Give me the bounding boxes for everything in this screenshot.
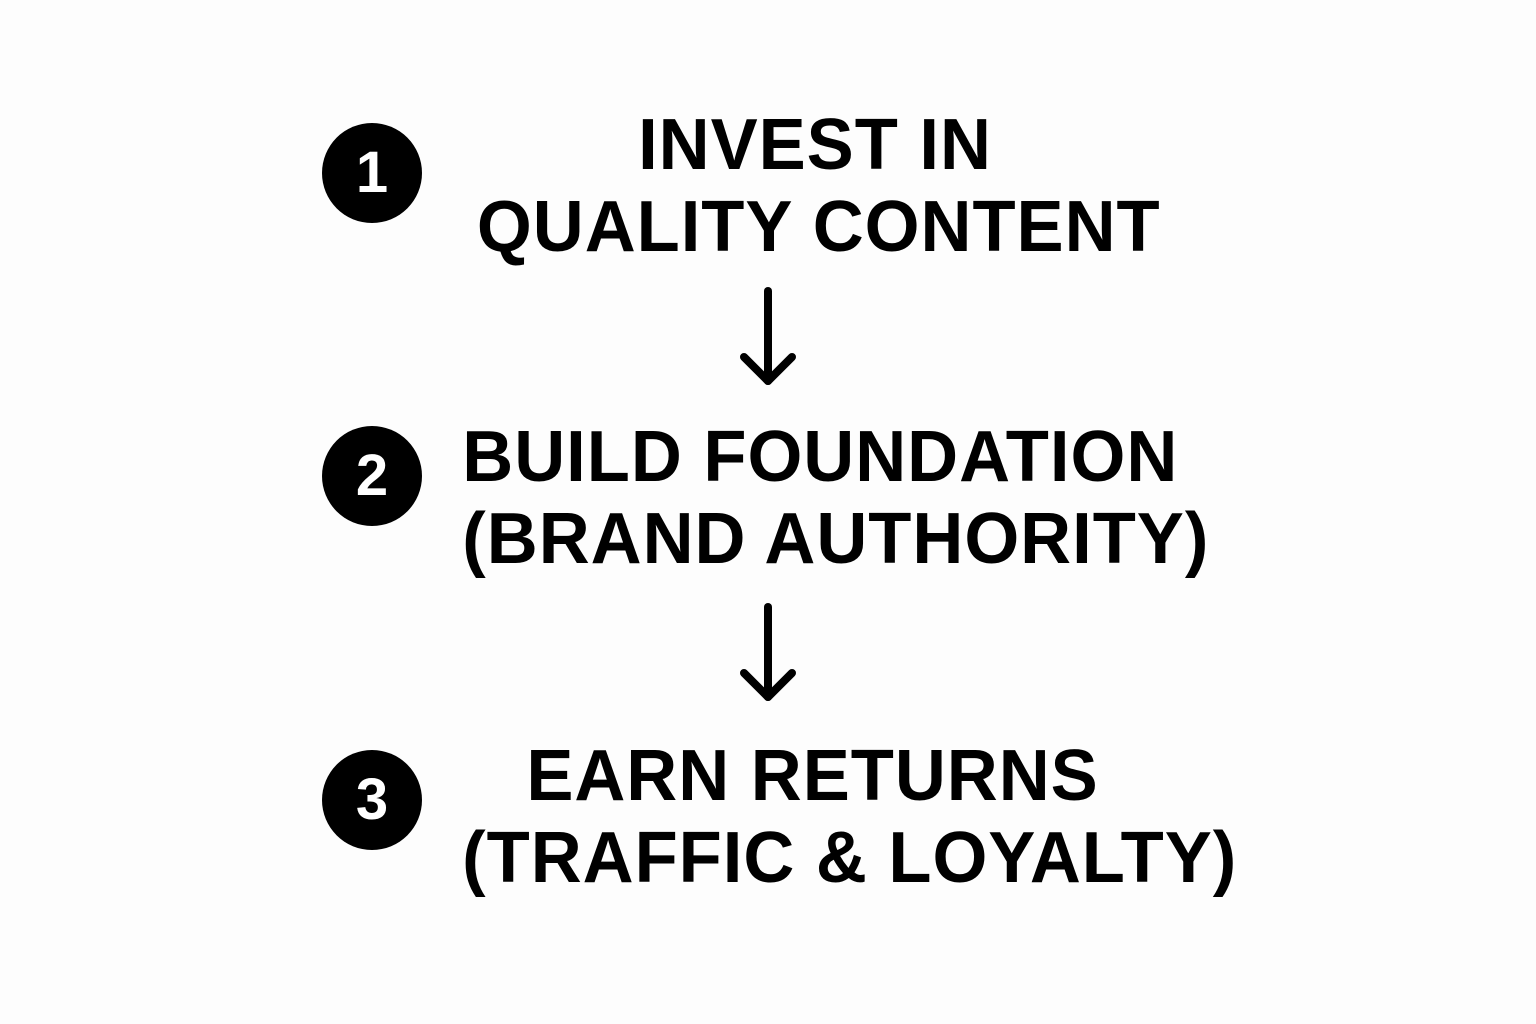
step-1-number: 1 bbox=[355, 140, 389, 205]
step-2-number: 2 bbox=[355, 443, 389, 508]
step-3-line-1: EARN RETURNS bbox=[526, 736, 1099, 816]
step-3-number-badge: 3 bbox=[322, 750, 422, 850]
arrow-down-icon bbox=[740, 287, 796, 385]
step-1-number-badge: 1 bbox=[322, 123, 422, 223]
step-3-line-2: (TRAFFIC & LOYALTY) bbox=[462, 818, 1238, 898]
step-1-line-1: INVEST IN bbox=[638, 105, 992, 185]
step-2-line-1: BUILD FOUNDATION bbox=[462, 417, 1179, 497]
step-2-label: BUILD FOUNDATION (BRAND AUTHORITY) bbox=[462, 416, 1210, 580]
arrow-down-icon bbox=[740, 603, 796, 701]
step-2-number-badge: 2 bbox=[322, 426, 422, 526]
step-2-line-2: (BRAND AUTHORITY) bbox=[462, 499, 1210, 579]
step-3-label: EARN RETURNS (TRAFFIC & LOYALTY) bbox=[462, 735, 1238, 899]
step-1-line-2: QUALITY CONTENT bbox=[476, 187, 1161, 267]
step-1-label: INVEST IN QUALITY CONTENT bbox=[476, 104, 1161, 268]
step-3-number: 3 bbox=[355, 767, 389, 832]
